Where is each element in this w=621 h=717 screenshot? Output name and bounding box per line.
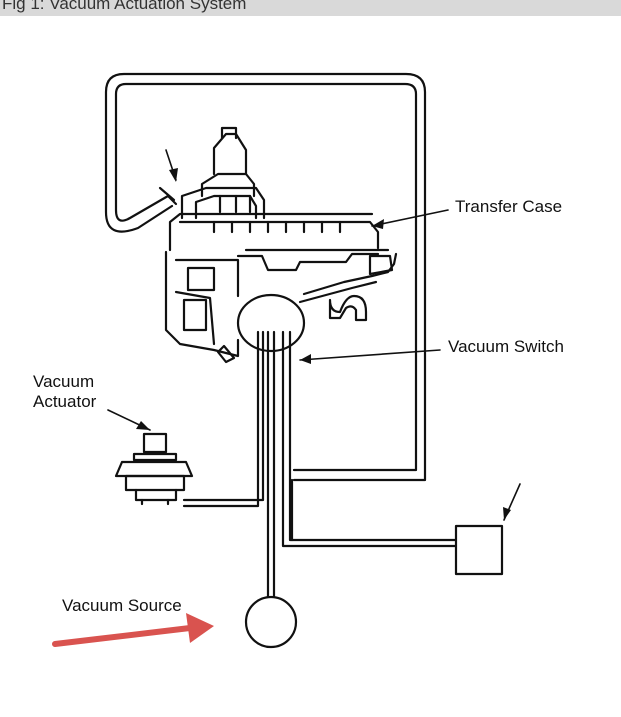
switch-lines — [182, 330, 458, 602]
upper-left-fitting — [158, 186, 178, 206]
label-vacuum-source: Vacuum Source — [62, 596, 182, 615]
label-vacuum-actuator-line1: Vacuum — [33, 372, 95, 391]
transfer-case — [164, 126, 398, 364]
auxiliary-box — [454, 524, 504, 576]
pointer-arrowheads — [136, 168, 511, 520]
figure-caption: Fig 1: Vacuum Actuation System — [2, 0, 247, 13]
label-vacuum-actuator: Vacuum Actuator — [33, 372, 96, 412]
label-vacuum-switch: Vacuum Switch — [448, 337, 564, 356]
label-vacuum-actuator-line2: Actuator — [33, 392, 97, 411]
figure-caption-bar: Fig 1: Vacuum Actuation System — [0, 0, 621, 16]
vacuum-source — [244, 595, 298, 649]
vacuum-actuator — [114, 432, 194, 506]
highlight-arrow-icon — [52, 613, 214, 647]
outer-vacuum-line — [104, 72, 427, 482]
vacuum-switch — [236, 293, 306, 353]
label-transfer-case: Transfer Case — [455, 197, 563, 216]
